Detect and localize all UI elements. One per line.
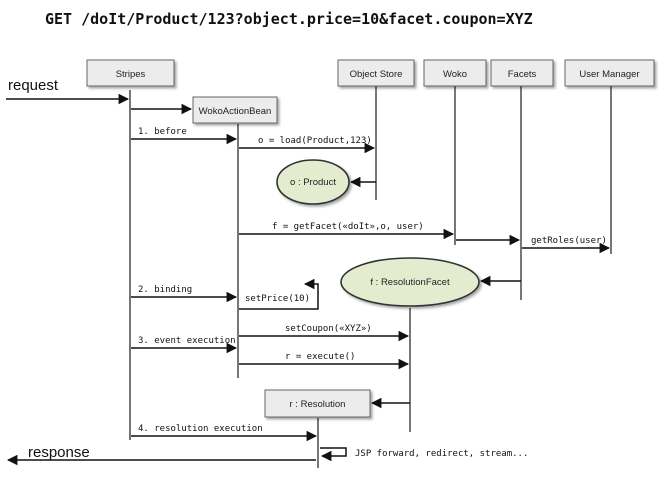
step-event-execution-label: 3. event execution [138,336,236,346]
participant-woko-label: Woko [443,69,467,80]
participant-facets-label: Facets [508,69,537,80]
object-resolution: r : Resolution [264,389,371,418]
message-load: o = load(Product,123) [258,136,372,146]
response-label: response [28,444,90,461]
request-label: request [8,77,59,94]
participant-woko-action-bean-label: WokoActionBean [199,106,272,117]
message-set-price-arrow [239,278,319,310]
message-get-facet: f = getFacet(«doIt»,o, user) [272,222,424,232]
participant-user-manager-label: User Manager [579,69,639,80]
object-resolution-facet-label: f : ResolutionFacet [370,277,450,288]
diagram-title: GET /doIt/Product/123?object.price=10&fa… [45,10,533,28]
object-resolution-label: r : Resolution [290,399,346,410]
participant-stripes: Stripes [86,59,175,87]
step-binding-label: 2. binding [138,285,192,295]
object-product-label: o : Product [290,177,336,188]
object-resolution-facet: f : ResolutionFacet [340,257,480,307]
jsp-forward-self-arrow [320,447,347,462]
participant-object-store-label: Object Store [350,69,403,80]
participant-woko: Woko [423,59,487,87]
participant-object-store: Object Store [337,59,415,87]
message-execute: r = execute() [285,352,355,362]
participant-user-manager: User Manager [564,59,655,87]
message-jsp-forward: JSP forward, redirect, stream... [355,449,528,459]
participant-facets: Facets [490,59,554,87]
step-resolution-execution-label: 4. resolution execution [138,424,263,434]
object-product: o : Product [276,159,350,205]
message-get-roles: getRoles(user) [531,236,607,246]
message-set-price: setPrice(10) [245,294,310,304]
participant-stripes-label: Stripes [116,69,146,80]
step-before-label: 1. before [138,127,187,137]
message-set-coupon: setCoupon(«XYZ») [285,324,372,334]
participant-woko-action-bean: WokoActionBean [192,96,278,124]
